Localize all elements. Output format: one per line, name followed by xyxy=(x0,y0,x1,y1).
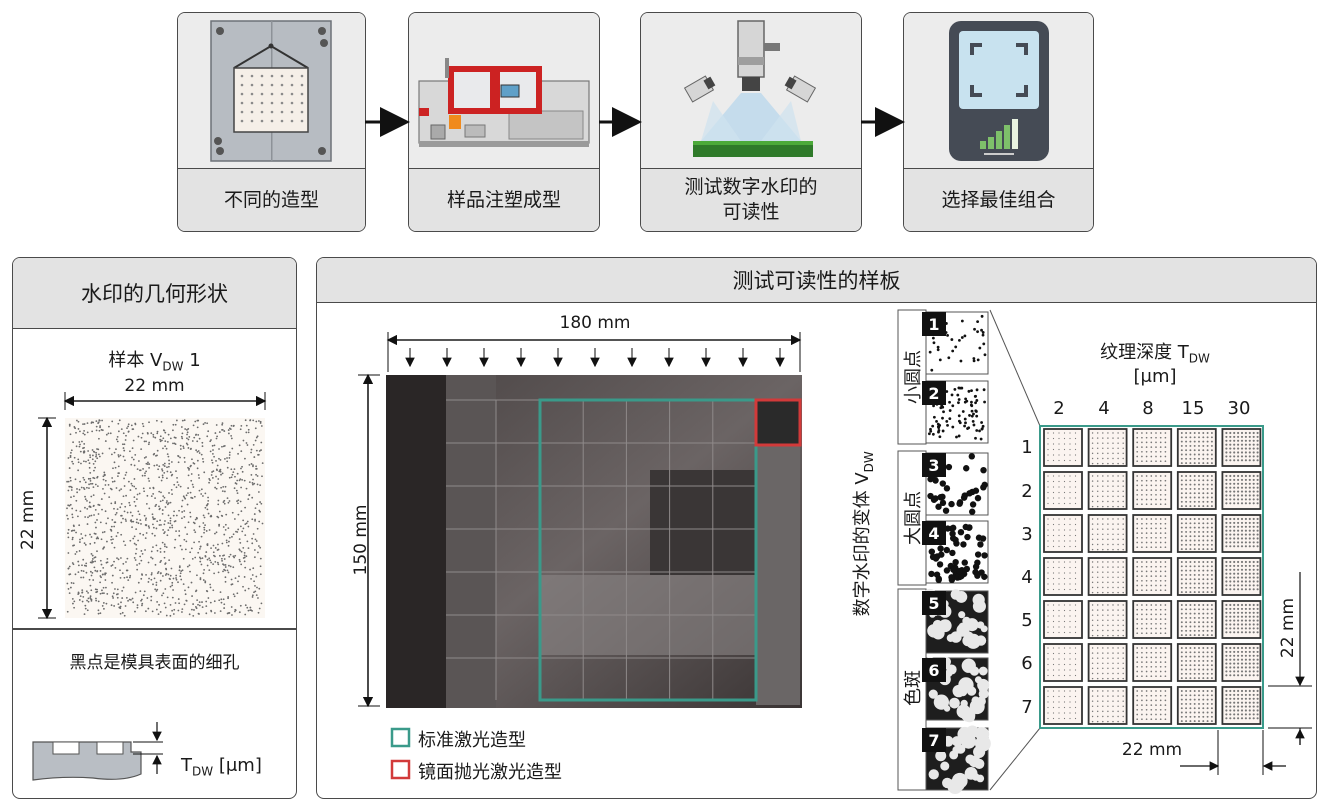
watermark-sample xyxy=(38,392,267,620)
step-select-best: 选择最佳组合 xyxy=(903,12,1094,232)
step-label: 选择最佳组合 xyxy=(904,168,1093,231)
depth-column-label: 15 xyxy=(1181,398,1205,419)
depth-column-label: 30 xyxy=(1227,398,1251,419)
texture-depth-unit: [μm] xyxy=(1133,366,1177,387)
row-label: 4 xyxy=(1021,567,1033,588)
standard-laser-region xyxy=(538,398,758,702)
width-dimension-label: 22 mm xyxy=(124,376,185,396)
variant-axis-label: 数字水印的变体 VDW xyxy=(852,451,876,617)
variant-badge: 2 xyxy=(922,381,946,405)
row-label: 6 xyxy=(1021,653,1033,674)
camera-scanner-icon xyxy=(683,20,817,157)
phone-scan-icon xyxy=(949,21,1049,161)
legend-swatch-mirror xyxy=(390,759,411,780)
sample-label: 样本 VDW 1 xyxy=(108,350,201,374)
depth-cross-section xyxy=(32,722,163,781)
row-label: 1 xyxy=(1021,437,1033,458)
variant-badge: 1 xyxy=(922,312,946,336)
texture-depth-title: 纹理深度 TDW xyxy=(1100,342,1210,366)
panel-title: 水印的几何形状 xyxy=(13,258,296,329)
legend-standard-label: 标准激光造型 xyxy=(418,730,526,751)
step-readability-test: 测试数字水印的 可读性 xyxy=(640,12,862,232)
step-injection: 样品注塑成型 xyxy=(408,12,600,232)
depth-column-label: 8 xyxy=(1142,398,1154,419)
variant-badge: 4 xyxy=(922,521,946,545)
cell-width-label: 22 mm xyxy=(1121,740,1183,760)
variant-badge: 7 xyxy=(922,728,946,752)
cell-height-label: 22 mm xyxy=(1278,597,1298,659)
flow-arrows xyxy=(365,107,905,137)
row-label: 7 xyxy=(1021,697,1033,718)
panel-title: 测试可读性的样板 xyxy=(317,258,1316,303)
pore-caption: 黑点是模具表面的细孔 xyxy=(69,653,240,673)
injection-machine-icon xyxy=(418,58,590,147)
watermark-geometry-panel: 水印的几何形状 样本 VDW 1 22 mm 22 mm 黑点是模具表面的细孔 … xyxy=(12,257,297,799)
row-label: 2 xyxy=(1021,481,1033,502)
variant-badge: 6 xyxy=(922,658,946,682)
step-label: 样品注塑成型 xyxy=(409,168,599,231)
depth-column-label: 4 xyxy=(1098,398,1110,419)
mirror-polish-region xyxy=(754,398,802,447)
legend-mirror-label: 镜面抛光激光造型 xyxy=(418,762,562,783)
variant-badge: 3 xyxy=(922,453,946,477)
step-label: 测试数字水印的 可读性 xyxy=(641,168,861,231)
depth-column-label: 2 xyxy=(1053,398,1065,419)
row-label: 3 xyxy=(1021,524,1033,545)
depth-label: TDW [μm] xyxy=(181,755,262,779)
mold-icon xyxy=(210,20,332,162)
divider xyxy=(13,628,296,630)
variant-badge: 5 xyxy=(922,591,946,615)
step-label: 不同的造型 xyxy=(178,168,365,231)
row-label: 5 xyxy=(1021,610,1033,631)
plate-width-label: 180 mm xyxy=(559,313,631,333)
step-mold: 不同的造型 xyxy=(177,12,366,232)
legend-swatch-standard xyxy=(390,727,411,748)
